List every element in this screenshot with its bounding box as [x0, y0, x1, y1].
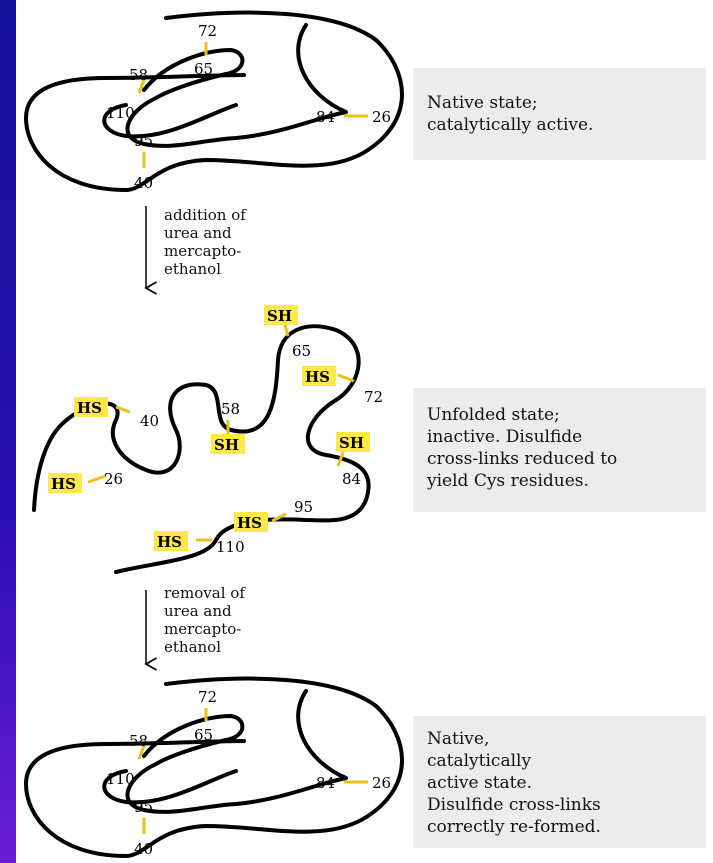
description-line: catalytically: [427, 751, 532, 771]
step-label-denature: addition of urea and mercapto- ethanol: [164, 206, 324, 278]
residue-label: 72: [198, 688, 217, 706]
residue-label: 26: [372, 108, 391, 126]
native-outer-chain: [24, 10, 404, 192]
thiol-label: SH: [339, 434, 364, 452]
residue-label: 40: [140, 412, 159, 430]
thiol-84: [336, 449, 346, 467]
residue-label: 40: [134, 174, 153, 192]
thiol-label: HS: [157, 533, 182, 551]
residue-label: 72: [364, 388, 383, 406]
thiol-highlight: [154, 531, 188, 551]
residue-label: 72: [198, 22, 217, 40]
description-line: Unfolded state;: [427, 405, 560, 425]
description-line: active state.: [427, 773, 532, 793]
residue-label: 65: [194, 60, 213, 78]
thiol-40: [115, 405, 131, 414]
step-line: removal of: [164, 584, 245, 602]
thiol-95: [271, 512, 287, 523]
residue-label: 58: [129, 732, 148, 750]
thiol-highlight: [48, 473, 82, 493]
residue-label: 84: [316, 108, 335, 126]
residue-label: 84: [342, 470, 361, 488]
residue-label: 40: [134, 840, 153, 858]
step-line: ethanol: [164, 638, 221, 656]
thiol-label: HS: [237, 514, 262, 532]
step-line: urea and: [164, 224, 232, 242]
native-outer-chain: [24, 676, 404, 858]
thiol-label: SH: [214, 436, 239, 454]
residue-label: 84: [316, 774, 335, 792]
native-state-bottom: 72 65 58 110 84 26 95 40: [24, 676, 404, 858]
thiol-highlight: [234, 512, 268, 532]
step-line: mercapto-: [164, 242, 242, 260]
native-inner-loop: [102, 103, 238, 139]
unfolded-chain: [32, 324, 371, 574]
description-line: Native,: [427, 729, 490, 749]
unfolded-state: SH HS HS SH SH HS HS HS 65 72 40 58 26 8…: [32, 305, 383, 574]
residue-label: 58: [129, 66, 148, 84]
step-line: mercapto-: [164, 620, 242, 638]
disulfide-58-110: [137, 79, 146, 94]
residue-label: 95: [294, 498, 313, 516]
thiol-label: HS: [305, 368, 330, 386]
description-line: Native state;: [427, 93, 538, 113]
description-line: Disulfide cross-links: [427, 795, 601, 815]
description-line: catalytically active.: [427, 115, 594, 135]
description-line: cross-links reduced to: [427, 449, 618, 469]
native-inner-loop: [102, 769, 238, 805]
residue-label: 110: [216, 538, 245, 556]
residue-label: 95: [134, 132, 153, 150]
thiol-72: [337, 373, 355, 383]
native-inner-chain: [125, 689, 348, 814]
thiol-26: [87, 474, 107, 484]
step-label-renature: removal of urea and mercapto- ethanol: [164, 584, 324, 656]
step-line: urea and: [164, 602, 232, 620]
step-line: addition of: [164, 206, 246, 224]
description-line: yield Cys residues.: [427, 471, 589, 491]
protein-folding-diagram: 72 65 58 110 84 26 95 40 SH HS: [24, 10, 404, 858]
residue-label: 95: [134, 798, 153, 816]
native-inner-chain: [125, 23, 348, 148]
native-state-top: 72 65 58 110 84 26 95 40: [24, 10, 404, 192]
residue-label: 65: [292, 342, 311, 360]
renatured-state-description: Native, catalytically active state. Disu…: [413, 716, 706, 848]
unfolded-state-description: Unfolded state; inactive. Disulfide cros…: [413, 388, 706, 512]
residue-label: 26: [104, 470, 123, 488]
description-line: correctly re-formed.: [427, 817, 601, 837]
residue-label: 110: [106, 770, 135, 788]
thiol-highlight: [74, 397, 108, 417]
disulfide-58-110: [137, 745, 146, 760]
thiol-highlight: [302, 366, 336, 386]
thiol-label: HS: [51, 475, 76, 493]
thiol-highlight: [211, 434, 245, 454]
thiol-highlight: [264, 305, 298, 325]
residue-label: 26: [372, 774, 391, 792]
thiol-label: SH: [267, 307, 292, 325]
residue-label: 58: [221, 400, 240, 418]
residue-label: 65: [194, 726, 213, 744]
native-state-description: Native state; catalytically active.: [413, 68, 706, 160]
thiol-label: HS: [77, 399, 102, 417]
step-line: ethanol: [164, 260, 221, 278]
figure-panel: 72 65 58 110 84 26 95 40 SH HS: [16, 0, 713, 863]
residue-label: 110: [106, 104, 135, 122]
description-line: inactive. Disulfide: [427, 427, 583, 447]
thiol-highlight: [336, 432, 370, 452]
